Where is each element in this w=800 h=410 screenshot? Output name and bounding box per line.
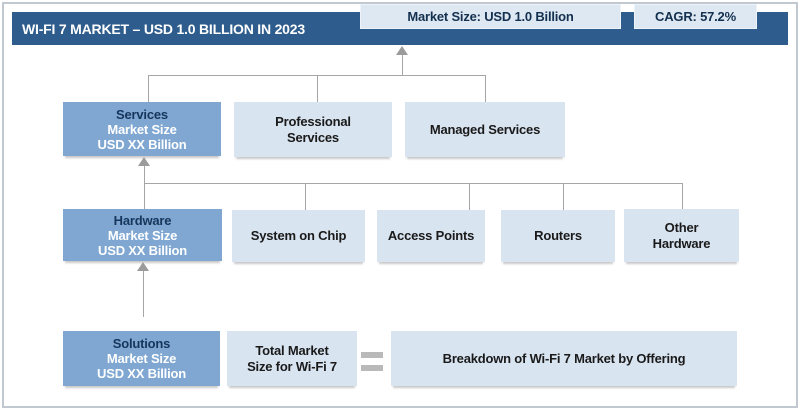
connector-top-riser-professional [317, 75, 318, 102]
connector-mid-riser-routers [563, 183, 564, 210]
hardware-title: Hardware [113, 212, 172, 228]
services-title: Services [116, 106, 168, 122]
other-hardware-box: Other Hardware [624, 209, 739, 262]
solutions-market-size: Market Size USD XX Billion [97, 351, 186, 381]
arrow-up-icon [137, 262, 149, 271]
breakdown-label: Breakdown of Wi-Fi 7 Market by Offering [442, 350, 686, 366]
total-market-size-label: Total Market Size for Wi-Fi 7 [247, 342, 337, 374]
connector-mid-arrow-stem [144, 166, 145, 209]
connector-mid-riser-soc [305, 183, 306, 210]
equals-bar-top [361, 352, 383, 358]
connector-mid-riser-other-hardware [682, 183, 683, 209]
professional-services-box: Professional Services [234, 102, 392, 157]
routers-box: Routers [501, 210, 615, 262]
services-market-size: Market Size USD XX Billion [97, 121, 187, 152]
other-hardware-label: Other Hardware [652, 219, 711, 251]
access-points-label: Access Points [387, 228, 475, 243]
system-on-chip-label: System on Chip [250, 228, 347, 243]
breakdown-box: Breakdown of Wi-Fi 7 Market by Offering [391, 331, 737, 386]
total-market-size-box: Total Market Size for Wi-Fi 7 [227, 331, 357, 386]
page-title: WI-FI 7 MARKET – USD 1.0 BILLION IN 2023 [22, 20, 305, 37]
access-points-box: Access Points [377, 210, 485, 262]
connector-mid-riser-access-points [469, 183, 470, 210]
solutions-box: Solutions Market Size USD XX Billion [63, 331, 220, 386]
managed-services-label: Managed Services [429, 121, 541, 137]
connector-mid-hline [144, 183, 683, 184]
routers-label: Routers [534, 228, 582, 243]
solutions-title: Solutions [112, 336, 171, 351]
connector-top-riser-managed [485, 75, 486, 103]
hardware-box: Hardware Market Size USD XX Billion [63, 209, 222, 261]
market-size-chip: Market Size: USD 1.0 Billion [360, 4, 621, 29]
cagr-chip: CAGR: 57.2% [634, 4, 757, 29]
arrow-up-icon [396, 46, 408, 55]
equals-icon [361, 352, 383, 371]
arrow-up-icon [138, 157, 150, 166]
services-box: Services Market Size USD XX Billion [63, 102, 221, 156]
hardware-market-size: Market Size USD XX Billion [98, 227, 187, 258]
managed-services-box: Managed Services [405, 102, 565, 157]
connector-top-riser-services [148, 75, 149, 102]
connector-top-arrow-stem [402, 55, 403, 75]
system-on-chip-box: System on Chip [232, 210, 365, 262]
equals-bar-bottom [361, 365, 383, 371]
connector-bottom-arrow-stem [143, 271, 144, 317]
professional-services-label: Professional Services [275, 113, 351, 145]
